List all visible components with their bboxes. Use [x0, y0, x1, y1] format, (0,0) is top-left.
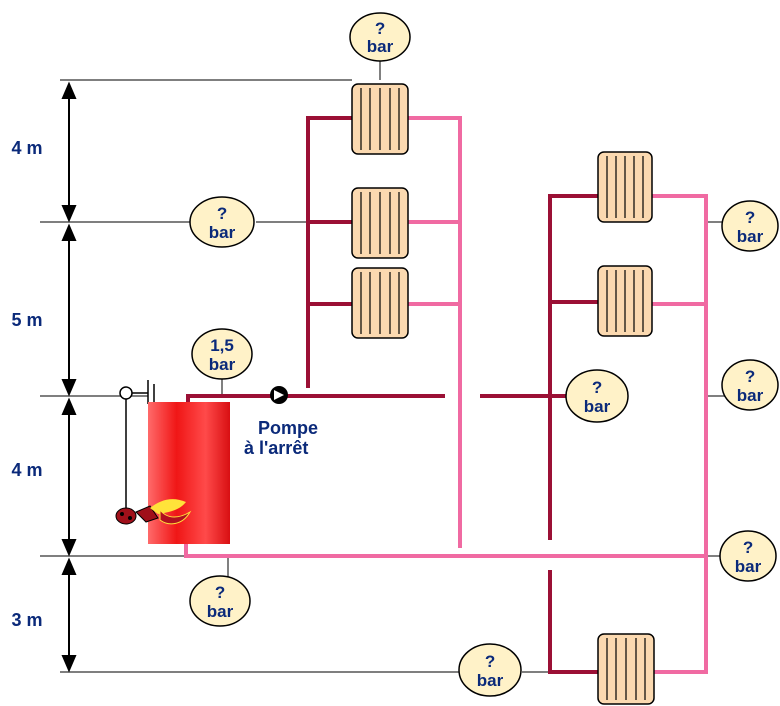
pump-icon: [270, 386, 288, 404]
gauge-value: ?: [215, 583, 225, 602]
radiator: [351, 83, 409, 155]
level-lines: [40, 58, 726, 673]
return-pipe: [184, 540, 706, 558]
gauge-value: ?: [745, 208, 755, 227]
pressure-gauge[interactable]: ? bar: [349, 12, 411, 62]
dimension-label: 4 m: [11, 460, 42, 480]
gauge-value: ?: [745, 367, 755, 386]
expansion-vessel: [119, 380, 155, 515]
supply-pipe: [548, 570, 598, 674]
pressure-gauge[interactable]: ? bar: [189, 196, 255, 248]
supply-pipe: [306, 116, 352, 388]
gauge-unit: bar: [207, 602, 234, 621]
radiators: [351, 83, 655, 705]
arrow-down-icon: [61, 205, 77, 223]
radiator: [351, 267, 409, 339]
pressure-gauge[interactable]: 1,5 bar: [191, 328, 253, 380]
radiator: [597, 265, 653, 337]
pressure-gauge[interactable]: ? bar: [721, 359, 779, 411]
gauge-unit: bar: [737, 227, 764, 246]
gauge-unit: bar: [735, 557, 762, 576]
pressure-gauge[interactable]: ? bar: [565, 369, 629, 423]
dimension-arrows: [61, 81, 77, 673]
radiator: [351, 187, 409, 259]
pump-status-label: Pompe: [258, 418, 318, 438]
gauge-value: ?: [743, 538, 753, 557]
pressure-gauge[interactable]: ? bar: [721, 200, 779, 252]
gauge-value: ?: [592, 378, 602, 397]
dimension-label: 5 m: [11, 310, 42, 330]
arrow-down-icon: [61, 655, 77, 673]
arrow-down-icon: [61, 539, 77, 557]
boiler-body: [148, 402, 230, 544]
dimension-label: 4 m: [11, 138, 42, 158]
dimension-label: 3 m: [11, 610, 42, 630]
gauge-value: ?: [217, 204, 227, 223]
radiator: [597, 151, 653, 223]
gauge-value: ?: [375, 19, 385, 38]
gauge-unit: bar: [477, 671, 504, 690]
pump-status-label: à l'arrêt: [244, 438, 308, 458]
radiator: [597, 633, 655, 705]
arrow-up-icon: [61, 397, 77, 415]
boiler: [115, 402, 230, 544]
gauge-unit: bar: [367, 37, 394, 56]
return-pipe: [408, 116, 462, 548]
return-pipe: [652, 194, 708, 674]
pressure-gauge[interactable]: ? bar: [719, 530, 777, 582]
supply-pipe: [548, 194, 598, 540]
gauge-unit: bar: [737, 386, 764, 405]
arrow-down-icon: [61, 379, 77, 397]
supply-pipe: [186, 394, 445, 404]
gauge-unit: bar: [584, 397, 611, 416]
return-pipes: [184, 116, 708, 674]
gauge-value: ?: [485, 652, 495, 671]
arrow-up-icon: [61, 557, 77, 575]
pressure-gauge[interactable]: ? bar: [458, 643, 522, 697]
gauge-unit: bar: [209, 355, 236, 374]
burner-icon: [115, 499, 192, 525]
gauge-unit: bar: [209, 223, 236, 242]
pressure-gauge[interactable]: ? bar: [189, 575, 251, 627]
arrow-up-icon: [61, 223, 77, 241]
supply-pipes: [186, 116, 598, 674]
arrow-up-icon: [61, 81, 77, 99]
gauge-value: 1,5: [210, 336, 234, 355]
